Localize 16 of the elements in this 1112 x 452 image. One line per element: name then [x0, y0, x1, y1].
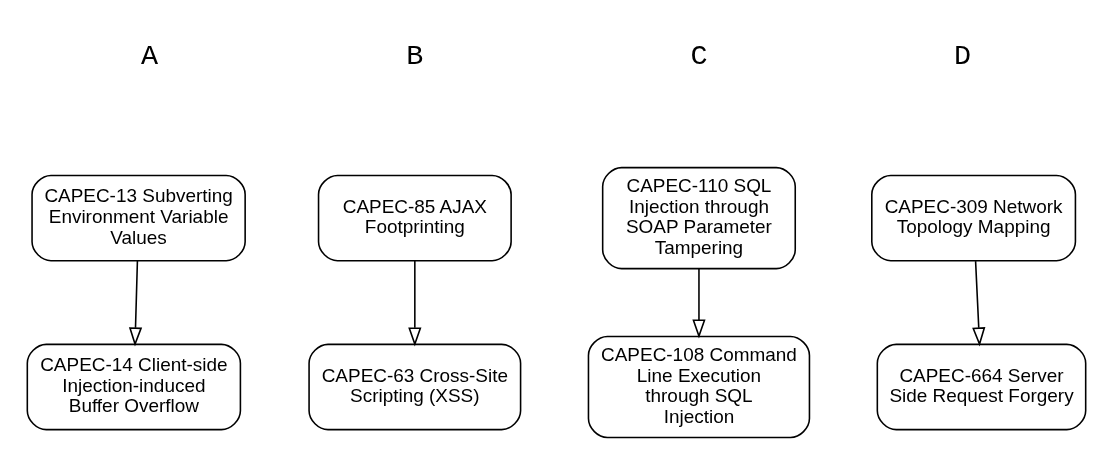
node-box: CAPEC-14 Client-side Injection-induced Buffer Overflow [26, 343, 241, 431]
node-box: CAPEC-110 SQL Injection through SOAP Parameter Tampering [601, 166, 796, 270]
label: D [953, 40, 971, 74]
node-box: CAPEC-13 Subverting Environment Variable Values [30, 174, 246, 262]
arrow [691, 268, 706, 339]
node-box: CAPEC-85 AJAX Footprinting [317, 174, 512, 262]
arrow [971, 260, 985, 347]
arrow [407, 260, 421, 347]
node-box: CAPEC-108 Command Line Execution through SQL Injection [587, 335, 810, 439]
label: A [140, 40, 158, 74]
label: B [405, 40, 423, 74]
node-box: CAPEC-309 Network Topology Mapping [870, 174, 1076, 262]
node-box: CAPEC-664 Server Side Request Forgery [876, 343, 1086, 431]
arrow [128, 260, 142, 347]
node-box: CAPEC-63 Cross-Site Scripting (XSS) [307, 343, 521, 431]
label: C [689, 40, 707, 74]
